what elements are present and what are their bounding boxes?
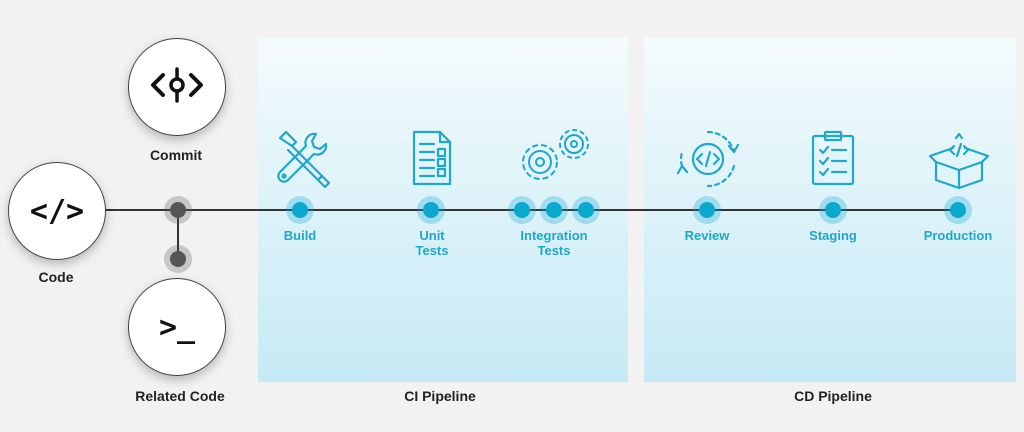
review-node bbox=[693, 196, 721, 224]
deploy-box-icon bbox=[928, 128, 990, 190]
related-code-branch-line bbox=[177, 209, 179, 259]
staging-node bbox=[819, 196, 847, 224]
integration-tests-label: Integration Tests bbox=[494, 228, 614, 258]
unit-tests-node bbox=[417, 196, 445, 224]
code-review-cycle-icon bbox=[677, 128, 739, 190]
integration-tests-node-3 bbox=[572, 196, 600, 224]
staging-label: Staging bbox=[809, 228, 857, 243]
commit-node bbox=[164, 196, 192, 224]
integration-tests-node-2 bbox=[540, 196, 568, 224]
tools-icon bbox=[272, 128, 334, 190]
unit-tests-label-line2: Tests bbox=[415, 243, 449, 258]
code-brackets-icon: </> bbox=[29, 193, 85, 229]
related-code-label: Related Code bbox=[135, 388, 225, 404]
commit-circle bbox=[128, 38, 226, 136]
gears-icon bbox=[512, 124, 598, 188]
unit-tests-label: Unit Tests bbox=[392, 228, 472, 258]
production-node bbox=[944, 196, 972, 224]
unit-tests-label-line1: Unit bbox=[419, 228, 445, 243]
related-code-node bbox=[164, 245, 192, 273]
clipboard-checklist-icon bbox=[810, 130, 856, 186]
commit-label: Commit bbox=[149, 147, 203, 163]
cd-pipeline-title: CD Pipeline bbox=[794, 388, 872, 404]
integration-tests-label-line1: Integration bbox=[520, 228, 588, 243]
checklist-document-icon bbox=[410, 130, 454, 186]
integration-tests-label-line2: Tests bbox=[537, 243, 571, 258]
build-node bbox=[286, 196, 314, 224]
code-label: Code bbox=[38, 269, 74, 285]
integration-tests-node-1 bbox=[508, 196, 536, 224]
review-label: Review bbox=[684, 228, 730, 243]
commit-icon bbox=[149, 66, 205, 108]
build-label: Build bbox=[283, 228, 317, 243]
terminal-prompt-icon: >_ bbox=[158, 309, 196, 345]
related-code-circle: >_ bbox=[128, 278, 226, 376]
code-circle: </> bbox=[8, 162, 106, 260]
ci-pipeline-title: CI Pipeline bbox=[404, 388, 476, 404]
production-label: Production bbox=[923, 228, 993, 243]
pipeline-line bbox=[100, 209, 960, 211]
